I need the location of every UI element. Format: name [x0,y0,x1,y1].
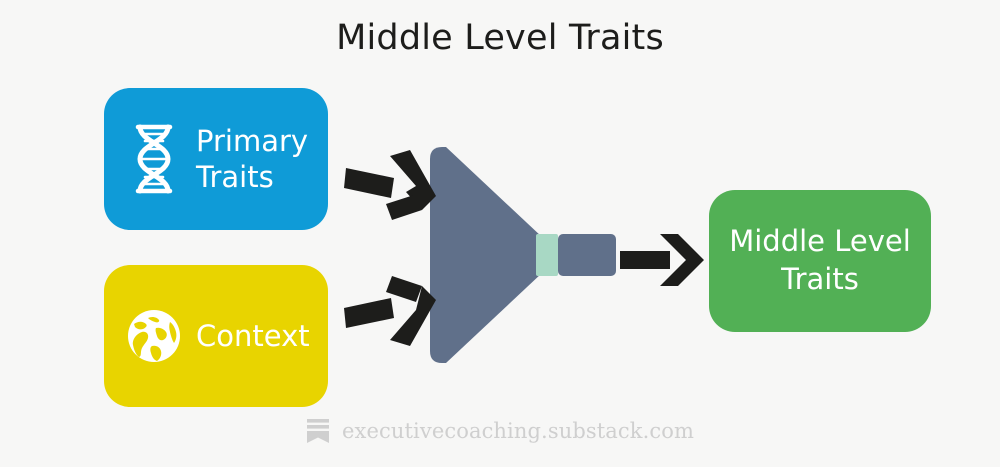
arrow-right-icon [344,272,440,346]
substack-logo [306,418,330,444]
footer-watermark: executivecoaching.substack.com [0,418,1000,444]
output-card-label: Middle Level Traits [729,224,911,296]
footer-text: executivecoaching.substack.com [342,418,694,443]
arrow-right-icon [344,148,440,222]
globe-icon [126,308,182,364]
arrow-right-icon [620,232,706,288]
page-title: Middle Level Traits [336,18,664,58]
input-card-label: Primary Traits [196,123,309,194]
output-card-middle-level-traits[interactable]: Middle Level Traits [709,190,931,332]
funnel-icon [424,145,624,365]
input-card-context[interactable]: Context [104,265,328,407]
input-card-label: Context [196,318,310,353]
dna-helix-icon [126,121,182,197]
input-card-primary-traits[interactable]: Primary Traits [104,88,328,230]
